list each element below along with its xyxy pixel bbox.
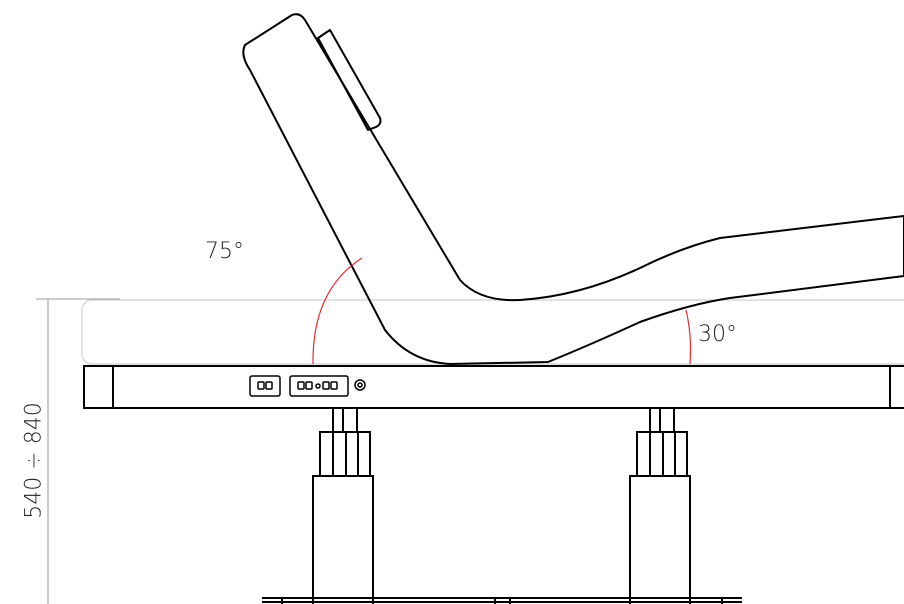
table-frame <box>83 365 904 409</box>
legrest-angle-label: 30° <box>698 322 737 347</box>
base-plate <box>262 597 742 604</box>
control-panel <box>249 375 366 397</box>
backrest-cushion <box>242 13 904 365</box>
headrest-pad <box>317 29 382 131</box>
height-range-label: 540 ÷ 840 <box>21 402 47 519</box>
backrest-angle-label: 75° <box>205 239 244 264</box>
lift-column-left <box>312 407 374 604</box>
legrest-angle-arc <box>685 309 692 365</box>
lift-column-right <box>629 407 691 604</box>
backrest-angle-arc <box>312 257 363 365</box>
control-button-b <box>289 375 349 397</box>
ghost-flat-mattress <box>81 299 904 365</box>
angle-markers <box>312 257 692 365</box>
height-dimension <box>36 298 120 604</box>
mattress-upper <box>242 13 904 365</box>
power-knob-icon <box>354 379 366 391</box>
control-button-a <box>249 375 281 397</box>
